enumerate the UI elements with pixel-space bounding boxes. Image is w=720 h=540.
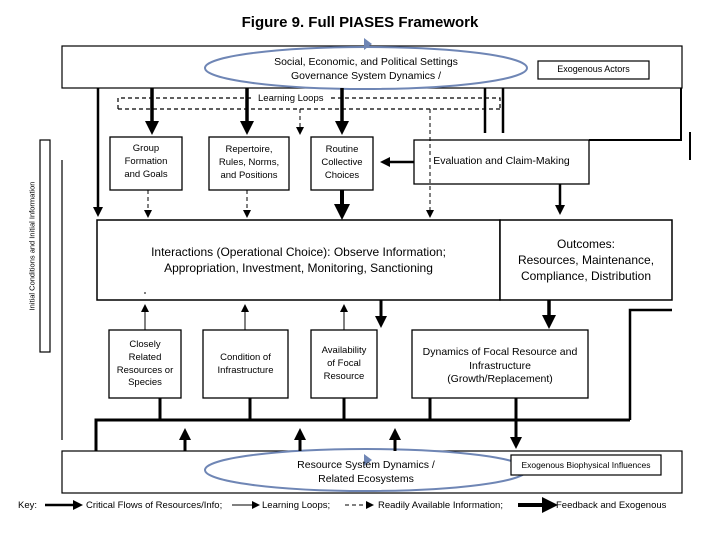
closely-related-line: Closely <box>129 339 161 350</box>
repertoire-line: and Positions <box>220 169 278 181</box>
group-formation-line: Formation <box>124 155 168 167</box>
key-label: Key: <box>18 500 38 511</box>
condition-infrastructure-box: Condition of Infrastructure <box>203 352 288 378</box>
ecosystems-line-1: Resource System Dynamics / <box>297 459 435 471</box>
interactions-line-2: Appropriation, Investment, Monitoring, S… <box>164 261 433 276</box>
key-readily-available: Readily Available Information; <box>378 500 503 511</box>
routine-collective-line: Collective <box>321 156 363 168</box>
outcomes-line: Compliance, Distribution <box>520 269 652 284</box>
outcomes-line: Outcomes: <box>556 237 616 251</box>
ellipse-marker-bottom <box>364 454 372 466</box>
figure-title: Figure 9. Full PIASES Framework <box>241 14 479 31</box>
availability-line: of Focal <box>327 357 361 369</box>
condition-infrastructure-line: Infrastructure <box>217 364 274 376</box>
governance-text: Social, Economic, and Political Settings… <box>206 56 526 83</box>
governance-line-1: Social, Economic, and Political Settings <box>274 56 458 68</box>
outcomes-box: Outcomes: Resources, Maintenance, Compli… <box>500 236 672 285</box>
routine-collective-box: Routine Collective Choices <box>311 144 373 182</box>
learning-loops-label: Learning Loops <box>254 93 328 104</box>
ellipse-marker-top <box>364 38 372 50</box>
ecosystems-text: Resource System Dynamics / Related Ecosy… <box>206 459 526 486</box>
exogenous-biophysical-label: Exogenous Biophysical Influences <box>521 460 651 470</box>
key-feedback-exogenous: Feedback and Exogenous <box>556 500 667 511</box>
key-learning-loops: Learning Loops; <box>262 500 331 511</box>
repertoire-box: Repertoire, Rules, Norms, and Positions <box>209 144 289 182</box>
governance-line-2: Governance System Dynamics / <box>291 69 441 82</box>
initial-conditions-bar: Initial Conditions and Initial Informati… <box>24 140 40 352</box>
closely-related-line: Species <box>128 377 162 389</box>
availability-line: Resource <box>323 370 365 382</box>
condition-infrastructure-line: Condition of <box>220 352 271 363</box>
initial-conditions-label: Initial Conditions and Initial Informati… <box>27 181 37 311</box>
routine-collective-line: Choices <box>324 169 360 181</box>
group-formation-line: and Goals <box>124 168 168 180</box>
availability-box: Availability of Focal Resource <box>311 345 377 383</box>
repertoire-line: Repertoire, <box>225 144 273 155</box>
group-formation-box: Group Formation and Goals <box>110 143 182 181</box>
interactions-box: Interactions (Operational Choice): Obser… <box>97 244 500 276</box>
availability-line: Availability <box>321 345 367 356</box>
dynamics-focal-box: Dynamics of Focal Resource and Infrastru… <box>412 346 588 387</box>
dynamics-focal-line: (Growth/Replacement) <box>447 373 553 386</box>
evaluation-box: Evaluation and Claim-Making <box>433 155 570 167</box>
exogenous-actors-label: Exogenous Actors <box>557 64 630 74</box>
repertoire-line: Rules, Norms, <box>218 156 280 168</box>
dynamics-focal-line: Infrastructure <box>469 359 531 372</box>
ecosystems-line-2: Related Ecosystems <box>318 472 414 485</box>
interactions-line-1: Interactions (Operational Choice): Obser… <box>151 245 446 259</box>
key-critical-flows: Critical Flows of Resources/Info; <box>86 500 223 511</box>
group-formation-line: Group <box>132 143 160 154</box>
outcomes-line: Resources, Maintenance, <box>517 253 655 268</box>
routine-collective-line: Routine <box>325 144 359 155</box>
closely-related-line: Resources or <box>116 364 174 376</box>
closely-related-box: Closely Related Resources or Species <box>109 339 181 390</box>
closely-related-line: Related <box>128 351 162 363</box>
dynamics-focal-line: Dynamics of Focal Resource and <box>422 346 578 358</box>
